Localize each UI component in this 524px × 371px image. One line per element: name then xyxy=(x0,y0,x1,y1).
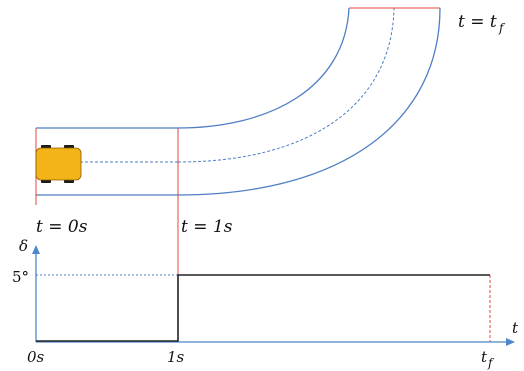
car-icon xyxy=(35,145,82,183)
label-tf-subscript: f xyxy=(498,21,506,35)
x-axis-arrow xyxy=(506,338,515,346)
x-tick-0s: 0s xyxy=(27,348,45,366)
steering-step-signal xyxy=(36,274,490,342)
x-tick-1s: 1s xyxy=(167,348,185,366)
car-body xyxy=(35,147,82,181)
label-t1: t = 1s xyxy=(181,217,233,237)
x-axis-label-t: t xyxy=(512,319,519,337)
curve-inner-edge xyxy=(177,7,350,129)
label-tf-group: t = t f xyxy=(458,12,506,35)
y-axis-label-delta: δ xyxy=(19,237,28,255)
y-tick-five-deg: 5° xyxy=(12,268,29,286)
x-tick-tf-group: t f xyxy=(481,348,495,370)
curve-center-dashed xyxy=(177,7,395,163)
label-t0: t = 0s xyxy=(36,217,88,237)
y-axis-arrow xyxy=(32,245,40,254)
time-markers xyxy=(35,7,491,342)
x-tick-tf-subscript: f xyxy=(487,356,495,370)
curve-outer-edge xyxy=(177,7,441,196)
curved-road xyxy=(177,7,441,196)
straight-road xyxy=(36,127,178,196)
x-tick-tf: t xyxy=(481,348,488,366)
label-tf: t = t xyxy=(458,12,497,32)
step-input-graph: δ 5° t 0s 1s t f xyxy=(12,237,519,370)
